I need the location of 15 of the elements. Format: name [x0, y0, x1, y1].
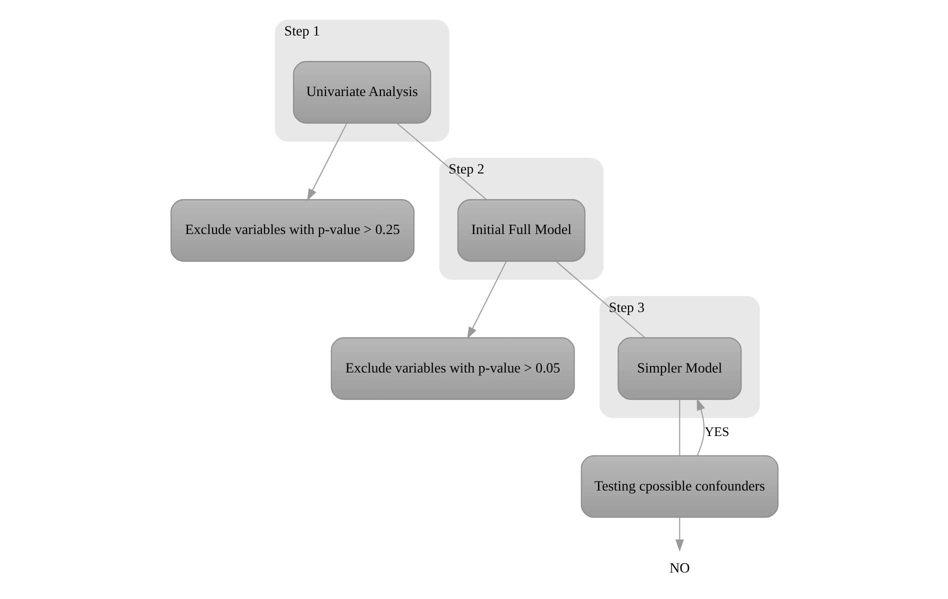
connector: [396, 122, 486, 200]
arrow: [674, 517, 684, 552]
node-box: Testing cpossible confounders: [580, 455, 778, 518]
arrow: [306, 122, 347, 201]
connector: [555, 260, 645, 338]
connector: [678, 399, 680, 456]
arrow: [466, 261, 506, 340]
node-text: NO: [668, 560, 690, 576]
node-box: Exclude variables with p-value > 0.25: [170, 199, 414, 262]
arrow: [696, 398, 704, 456]
node-box: Exclude variables with p-value > 0.05: [330, 337, 574, 400]
node-box: Simpler Model: [617, 337, 742, 400]
node-box: Initial Full Model: [456, 199, 585, 262]
node-box: Univariate Analysis: [292, 61, 431, 124]
edge-label: YES: [704, 424, 729, 440]
